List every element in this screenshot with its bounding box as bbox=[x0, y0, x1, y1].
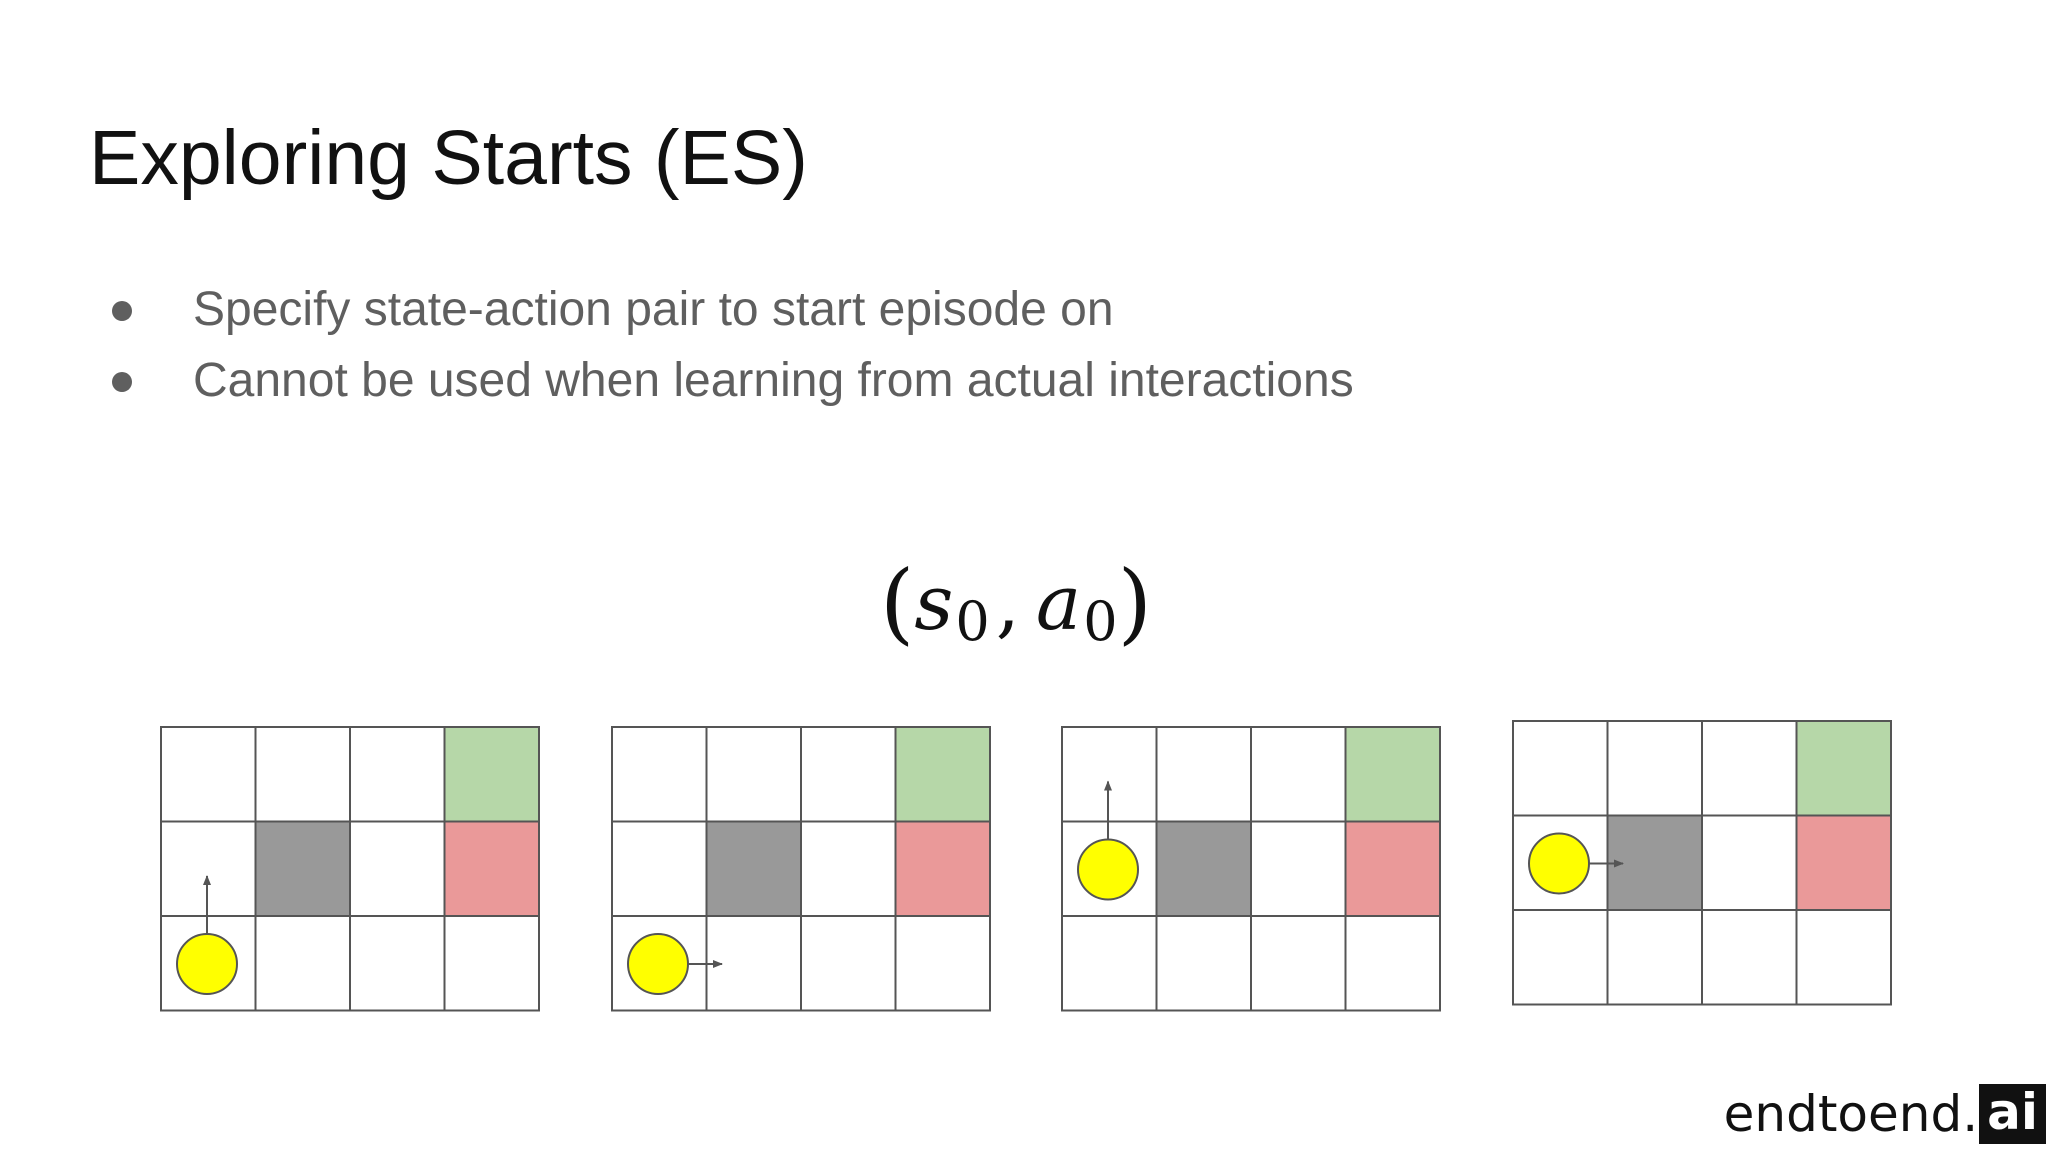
bullet-item: Specify state-action pair to start episo… bbox=[110, 284, 1354, 355]
goal-cell bbox=[1795, 720, 1892, 817]
agent-circle bbox=[176, 933, 238, 995]
brand-logo: endtoend.ai bbox=[1724, 1080, 2046, 1148]
grid-cell bbox=[611, 726, 708, 823]
grid-cell bbox=[1250, 820, 1347, 917]
grid-cell bbox=[800, 820, 897, 917]
grid-cell bbox=[1512, 720, 1609, 817]
danger-cell bbox=[443, 820, 540, 917]
grid-cell bbox=[1701, 720, 1798, 817]
goal-cell bbox=[1344, 726, 1441, 823]
agent-circle bbox=[627, 933, 689, 995]
gridworld bbox=[160, 726, 540, 1012]
grid-cell bbox=[1344, 915, 1441, 1012]
bullet-item: Cannot be used when learning from actual… bbox=[110, 355, 1354, 426]
grid-cell bbox=[1795, 909, 1892, 1006]
goal-cell bbox=[443, 726, 540, 823]
danger-cell bbox=[894, 820, 991, 917]
formula-state-sub: 0 bbox=[955, 589, 990, 653]
wall-cell bbox=[254, 820, 351, 917]
grid-cell bbox=[1061, 915, 1158, 1012]
grid-cell bbox=[160, 820, 257, 917]
state-action-formula: ( s 0 , a 0 ) bbox=[880, 548, 1152, 658]
grid-cell bbox=[611, 820, 708, 917]
grid-cell bbox=[254, 726, 351, 823]
slide-title: Exploring Starts (ES) bbox=[89, 115, 808, 201]
bullet-dot-icon bbox=[112, 372, 132, 392]
grid-cell bbox=[1250, 915, 1347, 1012]
gridworld bbox=[1061, 726, 1441, 1012]
brand-accent: ai bbox=[1979, 1084, 2046, 1144]
danger-cell bbox=[1795, 814, 1892, 911]
grid-cell bbox=[160, 726, 257, 823]
grid-cell bbox=[349, 915, 446, 1012]
grid-cell bbox=[894, 915, 991, 1012]
grid-cell bbox=[1061, 726, 1158, 823]
grid-cell bbox=[800, 726, 897, 823]
grid-cell bbox=[349, 820, 446, 917]
gridworld bbox=[611, 726, 991, 1012]
formula-action-var: a bbox=[1035, 558, 1082, 647]
wall-cell bbox=[1155, 820, 1252, 917]
grid-cell bbox=[443, 915, 540, 1012]
bullet-text: Cannot be used when learning from actual… bbox=[193, 354, 1354, 407]
gridworld bbox=[1512, 720, 1892, 1006]
grid-cell bbox=[254, 915, 351, 1012]
bullet-text: Specify state-action pair to start episo… bbox=[193, 283, 1114, 336]
formula-close-paren: ) bbox=[1117, 551, 1152, 654]
grid-cell bbox=[800, 915, 897, 1012]
grid-cell bbox=[705, 726, 802, 823]
agent-circle bbox=[1077, 838, 1139, 901]
agent-circle bbox=[1528, 832, 1590, 895]
grid-cell bbox=[1701, 814, 1798, 911]
grid-cell bbox=[1606, 909, 1703, 1006]
grid-cell bbox=[1512, 909, 1609, 1006]
formula-state-var: s bbox=[914, 558, 954, 647]
formula-action-sub: 0 bbox=[1083, 589, 1118, 653]
grid-cell bbox=[349, 726, 446, 823]
wall-cell bbox=[705, 820, 802, 917]
bullet-list: Specify state-action pair to start episo… bbox=[110, 284, 1354, 426]
grid-cell bbox=[1606, 720, 1703, 817]
formula-open-paren: ( bbox=[880, 551, 915, 654]
bullet-dot-icon bbox=[112, 301, 132, 321]
goal-cell bbox=[894, 726, 991, 823]
formula-comma: , bbox=[995, 558, 1020, 647]
grid-cell bbox=[1250, 726, 1347, 823]
grid-cell bbox=[1701, 909, 1798, 1006]
danger-cell bbox=[1344, 820, 1441, 917]
brand-name: endtoend. bbox=[1723, 1085, 1979, 1143]
grid-cell bbox=[1155, 726, 1252, 823]
grid-cell bbox=[1155, 915, 1252, 1012]
